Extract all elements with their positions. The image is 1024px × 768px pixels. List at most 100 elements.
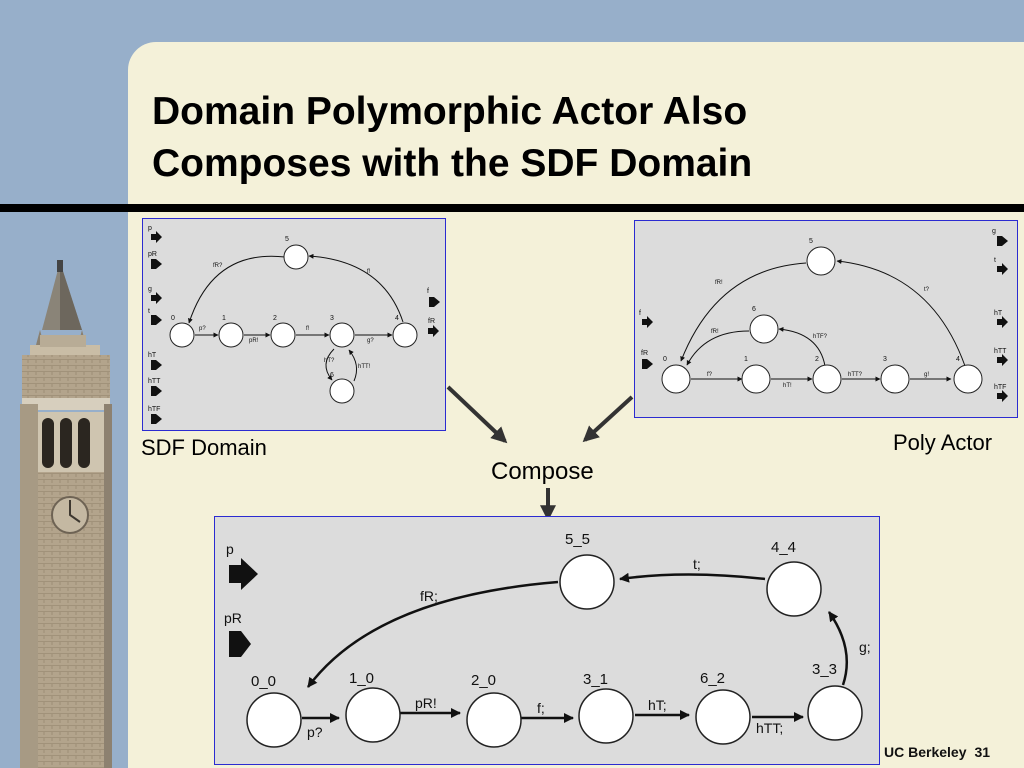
title-divider [0,204,1024,212]
state-label: 1 [222,315,226,322]
edge-label: pR! [415,695,437,711]
state-6 [329,378,355,404]
port-label: fR [641,350,648,357]
state-label: 3_1 [583,671,608,688]
port-label: p [226,541,234,557]
port-label: g [992,228,996,235]
state-label: 4_4 [771,539,796,556]
state-5 [806,246,836,276]
state-label: 4 [395,315,399,322]
slide-title: Domain Polymorphic Actor Also Composes w… [152,86,992,190]
edge-label: t? [924,287,930,293]
state-label: 1_0 [349,670,374,687]
port-hTT: hTT [148,378,162,396]
output-port-icon [997,263,1008,275]
edge-5-0 [188,255,286,324]
port-hT: hT [148,352,162,370]
port-label: pR [224,610,242,626]
edge-label: t; [693,556,701,572]
state-label: 3 [330,315,334,322]
state-label: 0 [663,356,667,363]
port-pR: pR [148,251,162,269]
port-label: f [639,310,641,317]
port-fR: fR [428,318,439,337]
arrow-sdf-to-compose [446,385,508,444]
state-3 [880,364,910,394]
input-port-icon [642,359,653,369]
input-port-icon [151,386,162,396]
sdf-domain-panel: p pR g t hT hTT hTF f fR fR? f! p? pR! f… [142,218,446,431]
port-label: hT [994,310,1003,317]
state-label: 6_2 [700,670,725,687]
state-1 [218,322,244,348]
composed-automaton-panel: p pR p? pR! f; hT; hTT; g; t; fR; 0_0 1_… [214,516,880,765]
port-g: g [148,286,162,304]
state-2 [812,364,842,394]
edge-label: hTT! [358,364,371,370]
port-hTT: hTT [994,348,1008,366]
state-6 [749,314,779,344]
edge-label: pR! [249,338,259,344]
state-6_2 [695,689,751,745]
edge-label: g? [367,338,374,344]
input-port-icon [229,631,251,657]
edge-3-6 [325,348,335,381]
title-line-2: Composes with the SDF Domain [152,142,753,185]
port-label: f [427,288,429,295]
output-port-icon [997,316,1008,328]
port-fR: fR [641,350,653,369]
output-port-icon [997,390,1008,402]
campanile-tower-image [20,260,112,768]
edge-3_3-4_4 [827,611,849,686]
port-t: t [994,257,1008,275]
state-0 [169,322,195,348]
state-2 [270,322,296,348]
edge-6-0 [686,330,750,366]
edge-5-0 [680,262,807,362]
edge-2-6 [778,326,826,367]
state-5_5 [559,554,615,610]
port-label: p [148,225,152,232]
state-0 [661,364,691,394]
output-port-icon [997,354,1008,366]
state-5 [283,244,309,270]
input-port-icon [151,414,162,424]
output-port-icon [151,292,162,304]
state-label: 5 [285,236,289,243]
port-label: hTF [148,406,160,413]
state-1_0 [345,687,401,743]
port-pR: pR [224,610,251,657]
page-number: 31 [974,744,991,760]
edge-label: hTF? [813,334,828,340]
edge-4_4-5_5 [619,572,766,583]
edge-5_5-0_0 [306,580,559,688]
state-label: 2 [815,356,819,363]
edge-label: g! [924,372,929,378]
state-label: 6 [330,372,334,379]
edge-label: p? [307,724,323,740]
state-label: 4 [956,356,960,363]
output-port-icon [428,325,439,337]
state-label: 3 [883,356,887,363]
port-label: t [148,308,150,315]
port-g: g [992,228,1008,246]
port-label: hTT [994,348,1007,355]
input-port-icon [151,315,162,325]
port-f: f [427,288,440,307]
input-port-icon [429,297,440,307]
edge-label: f! [306,326,310,332]
port-label: g [148,286,152,293]
port-label: pR [148,251,157,258]
compose-label: Compose [491,458,594,485]
state-label: 5 [809,238,813,245]
port-f: f [639,310,653,328]
state-label: 5_5 [565,531,590,548]
state-label: 6 [752,306,756,313]
state-4_4 [766,561,822,617]
state-3_1 [578,688,634,744]
edge-label: f; [537,700,545,716]
output-port-icon [642,316,653,328]
edge-label: hTT; [756,720,783,736]
arrow-poly-to-compose [582,395,634,443]
title-line-1: Domain Polymorphic Actor Also [152,90,748,133]
